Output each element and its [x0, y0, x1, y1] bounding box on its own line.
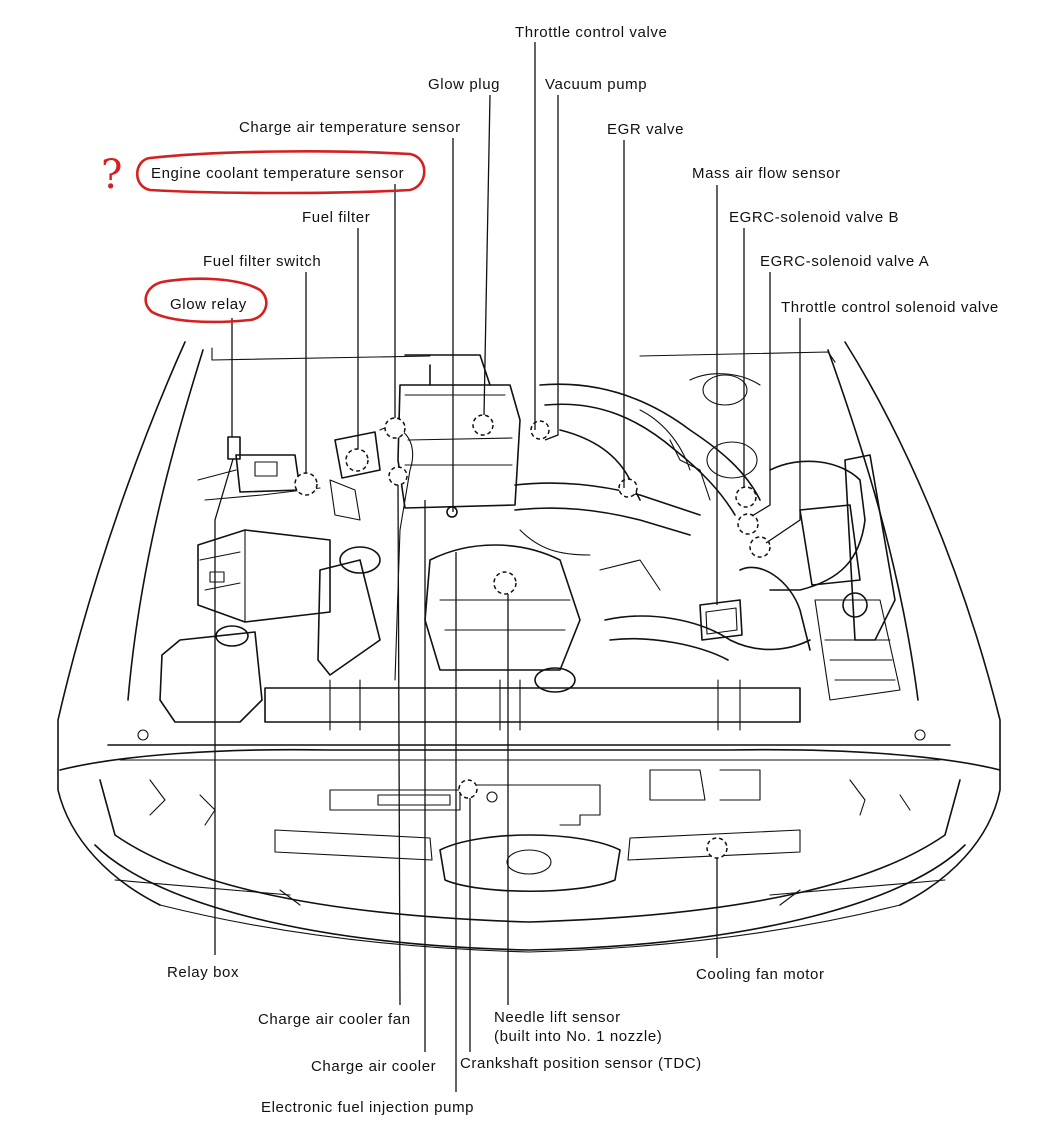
label-fuel-filter: Fuel filter — [302, 209, 370, 226]
label-egr-valve: EGR valve — [607, 121, 684, 138]
label-egrc-solenoid-valve-b: EGRC-solenoid valve B — [729, 209, 899, 226]
highlight-circle-glow-relay — [144, 277, 268, 324]
label-glow-relay: Glow relay — [170, 296, 247, 313]
glow-plug-marker — [472, 414, 494, 436]
label-throttle-control-valve: Throttle control valve — [515, 24, 667, 41]
leader-glow-plug — [483, 94, 491, 416]
label-mass-air-flow-sensor: Mass air flow sensor — [692, 165, 841, 182]
label-throttle-control-solenoid-valve: Throttle control solenoid valve — [781, 299, 999, 316]
label-charge-air-temperature-sensor: Charge air temperature sensor — [239, 119, 461, 136]
crankshaft-position-sensor-marker — [458, 779, 478, 799]
fuel-filter-switch-marker — [294, 472, 318, 496]
egrc-solenoid-valve-a-marker — [737, 513, 759, 535]
label-crankshaft-position-sensor: Crankshaft position sensor (TDC) — [460, 1055, 702, 1072]
charge-air-temperature-sensor-marker — [446, 506, 458, 518]
engine-block — [159, 354, 901, 803]
label-engine-coolant-temperature-sensor: Engine coolant temperature sensor — [151, 165, 404, 182]
needle-lift-sensor-marker — [493, 571, 517, 595]
label-fuel-filter-switch: Fuel filter switch — [203, 253, 321, 270]
leader-charge-air-cooler-fan — [397, 484, 401, 1006]
leader-throttle-control-solenoid-valve — [765, 318, 801, 544]
component-markers — [227, 414, 771, 859]
fuel-filter-marker — [345, 448, 369, 472]
engine-coolant-temperature-sensor-marker — [384, 417, 406, 439]
egrc-solenoid-valve-b-marker — [735, 486, 757, 508]
label-needle-lift-sensor-note: (built into No. 1 nozzle) — [494, 1028, 662, 1045]
vehicle-body-outline — [57, 341, 1001, 953]
label-charge-air-cooler-fan: Charge air cooler fan — [258, 1011, 411, 1028]
label-charge-air-cooler: Charge air cooler — [311, 1058, 436, 1075]
vacuum-pump-marker — [530, 420, 550, 440]
label-electronic-fuel-injection-pump: Electronic fuel injection pump — [261, 1099, 474, 1116]
red-annotations: ? — [101, 150, 426, 324]
egr-valve-marker — [618, 478, 638, 498]
question-mark-annotation: ? — [101, 152, 122, 198]
leader-lines — [214, 42, 801, 1092]
label-egrc-solenoid-valve-a: EGRC-solenoid valve A — [760, 253, 929, 270]
label-vacuum-pump: Vacuum pump — [545, 76, 647, 93]
label-cooling-fan-motor: Cooling fan motor — [696, 966, 825, 983]
leader-relay-box — [214, 458, 234, 955]
leader-vacuum-pump — [544, 95, 559, 441]
leader-egrc-solenoid-valve-a — [751, 272, 771, 517]
glow-relay-marker — [227, 436, 241, 460]
highlight-circle-engine-coolant-temperature-sensor — [135, 150, 426, 195]
cooling-fan-motor-marker — [706, 837, 728, 859]
label-glow-plug: Glow plug — [428, 76, 500, 93]
label-relay-box: Relay box — [167, 964, 239, 981]
label-needle-lift-sensor: Needle lift sensor — [494, 1009, 621, 1026]
component-labels: Throttle control valve Glow plug Vacuum … — [151, 24, 999, 1116]
charge-air-cooler-fan-marker — [388, 466, 408, 486]
throttle-control-solenoid-valve-marker — [749, 536, 771, 558]
